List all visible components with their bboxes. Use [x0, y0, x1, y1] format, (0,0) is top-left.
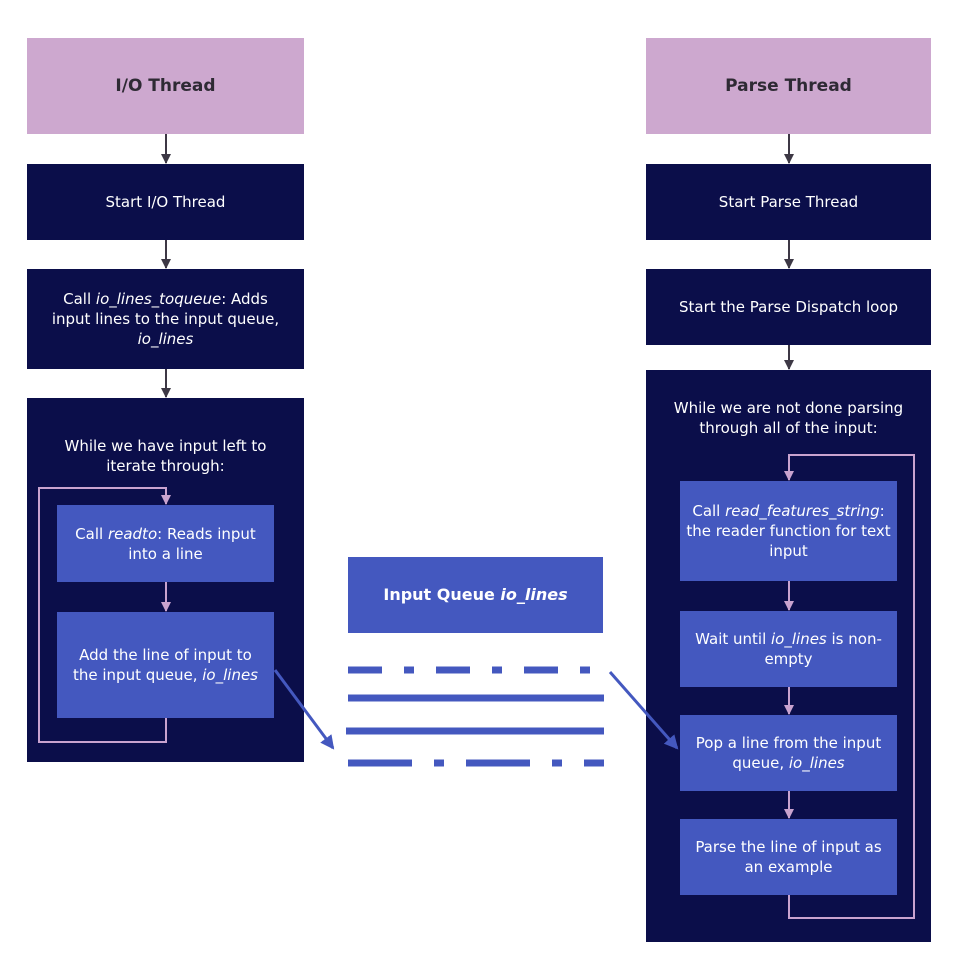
add-line-to-queue-box: Add the line of input to the input queue… — [57, 612, 274, 718]
parse-thread-header: Parse Thread — [646, 38, 931, 134]
pop-line-box: Pop a line from the input queue, io_line… — [680, 715, 897, 791]
add-line-to-queue-text: Add the line of input to the input queue… — [73, 646, 258, 684]
input-queue-label: Input Queue io_lines — [383, 585, 568, 604]
parse-dispatch-loop-box: Start the Parse Dispatch loop — [646, 269, 931, 345]
call-read-features-string-text: Call read_features_string: the reader fu… — [686, 502, 891, 560]
start-io-thread-label: Start I/O Thread — [105, 193, 226, 211]
wait-until-nonempty-text: Wait until io_lines is non-empty — [695, 630, 882, 668]
parse-line-box: Parse the line of input as an example — [680, 819, 897, 895]
pop-line-text: Pop a line from the input queue, io_line… — [695, 734, 882, 772]
call-readto-box: Call readto: Reads input into a line — [57, 505, 274, 582]
parse-dispatch-loop-label: Start the Parse Dispatch loop — [678, 298, 899, 316]
io-thread-header-label: I/O Thread — [115, 76, 216, 96]
call-readto-text: Call readto: Reads input into a line — [75, 524, 256, 563]
input-queue-box: Input Queue io_lines — [348, 557, 603, 633]
io-thread-header: I/O Thread — [27, 38, 304, 134]
start-parse-thread-label: Start Parse Thread — [718, 193, 859, 211]
parse-loop-title: While we are not done parsing through al… — [673, 399, 904, 437]
io-loop-title: While we have input left to iterate thro… — [64, 437, 267, 475]
call-io-lines-toqueue-text: Call io_lines_toqueue: Adds input lines … — [51, 290, 280, 348]
start-io-thread-box: Start I/O Thread — [27, 164, 304, 240]
call-io-lines-toqueue-box: Call io_lines_toqueue: Adds input lines … — [27, 269, 304, 369]
wait-until-nonempty-box: Wait until io_lines is non-empty — [680, 611, 897, 687]
parse-thread-header-label: Parse Thread — [725, 76, 852, 96]
parse-line-text: Parse the line of input as an example — [695, 838, 882, 876]
call-read-features-string-box: Call read_features_string: the reader fu… — [680, 481, 897, 581]
start-parse-thread-box: Start Parse Thread — [646, 164, 931, 240]
